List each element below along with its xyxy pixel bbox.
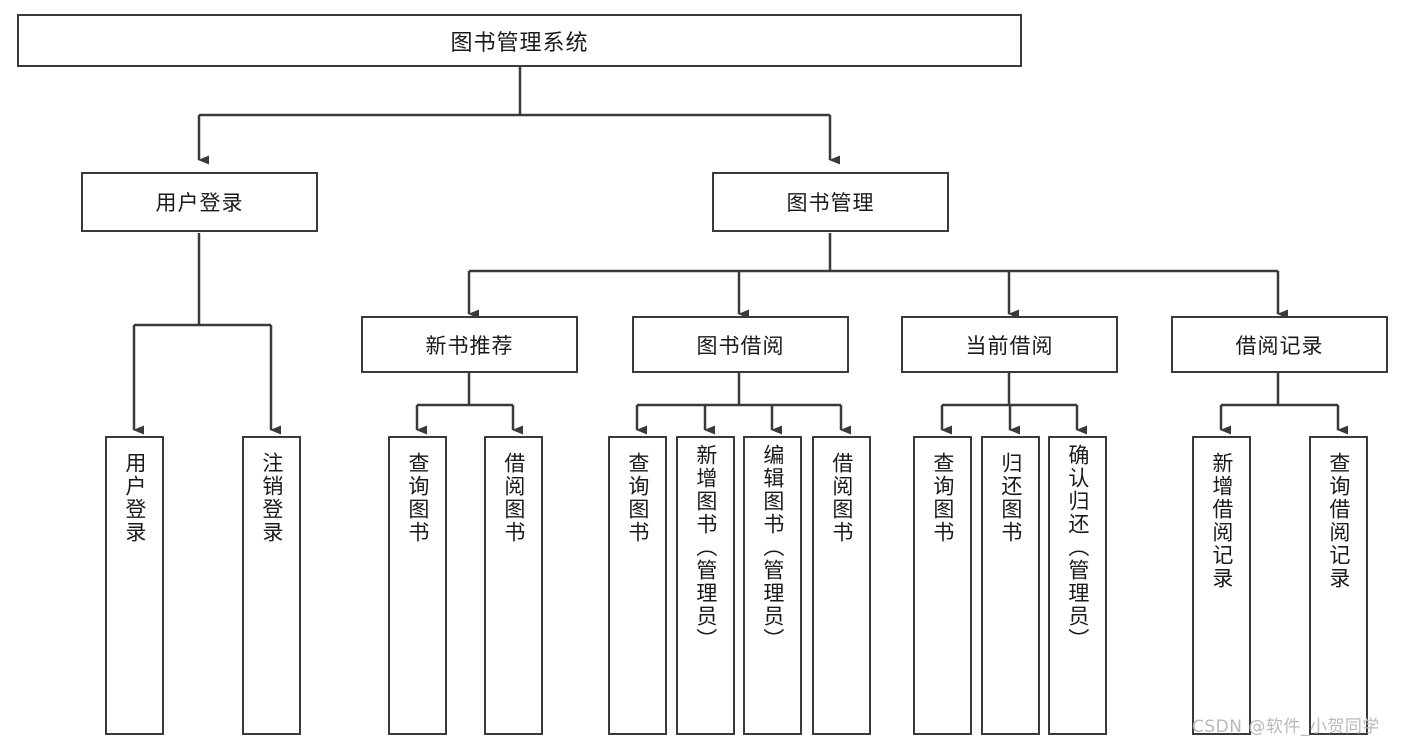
leaf-new-book-query-book[interactable]: 查询图书	[388, 436, 447, 735]
node-current-borrow[interactable]: 当前借阅	[901, 316, 1118, 373]
node-user-login[interactable]: 用户登录	[81, 172, 318, 232]
node-label: 编辑图书（管理员）	[760, 444, 785, 651]
leaf-current-borrow-return-book[interactable]: 归还图书	[981, 436, 1040, 735]
leaf-book-borrow-add-book-admin[interactable]: 新增图书（管理员）	[676, 436, 735, 735]
node-label: 借阅图书	[501, 452, 526, 544]
leaf-book-borrow-borrow-book[interactable]: 借阅图书	[812, 436, 871, 735]
node-label: 归还图书	[998, 452, 1023, 544]
node-label: 查询借阅记录	[1326, 452, 1351, 590]
leaf-user-login-logout[interactable]: 注销登录	[242, 436, 301, 735]
node-book-borrow[interactable]: 图书借阅	[632, 316, 849, 373]
node-label: 新增借阅记录	[1209, 452, 1234, 590]
leaf-new-book-borrow-book[interactable]: 借阅图书	[484, 436, 543, 735]
leaf-current-borrow-query-book[interactable]: 查询图书	[913, 436, 972, 735]
node-label: 用户登录	[122, 452, 147, 544]
node-label: 图书管理系统	[450, 30, 589, 56]
node-label: 图书借阅	[696, 333, 785, 358]
node-label: 新增图书（管理员）	[693, 444, 718, 651]
leaf-borrow-record-add-record[interactable]: 新增借阅记录	[1192, 436, 1251, 735]
leaf-user-login-login[interactable]: 用户登录	[105, 436, 164, 735]
node-label: 查询图书	[405, 452, 430, 544]
leaf-book-borrow-query-book[interactable]: 查询图书	[608, 436, 667, 735]
leaf-book-borrow-edit-book-admin[interactable]: 编辑图书（管理员）	[743, 436, 802, 735]
node-label: 用户登录	[155, 191, 244, 215]
node-label: 当前借阅	[965, 333, 1054, 358]
node-label: 图书管理	[786, 191, 875, 215]
leaf-borrow-record-query-record[interactable]: 查询借阅记录	[1309, 436, 1368, 735]
node-label: 借阅记录	[1235, 333, 1324, 358]
node-label: 新书推荐	[425, 333, 514, 358]
csdn-watermark: CSDN @软件_小贺同学	[1192, 717, 1380, 737]
node-label: 确认归还（管理员）	[1065, 444, 1090, 651]
leaf-current-borrow-confirm-return-admin[interactable]: 确认归还（管理员）	[1048, 436, 1107, 735]
node-root-library-system[interactable]: 图书管理系统	[17, 14, 1022, 67]
node-label: 借阅图书	[829, 452, 854, 544]
node-book-management[interactable]: 图书管理	[712, 172, 949, 232]
node-label: 查询图书	[930, 452, 955, 544]
node-label: 查询图书	[625, 452, 650, 544]
node-new-book-recommend[interactable]: 新书推荐	[361, 316, 578, 373]
node-borrow-record[interactable]: 借阅记录	[1171, 316, 1388, 373]
node-label: 注销登录	[259, 452, 284, 544]
